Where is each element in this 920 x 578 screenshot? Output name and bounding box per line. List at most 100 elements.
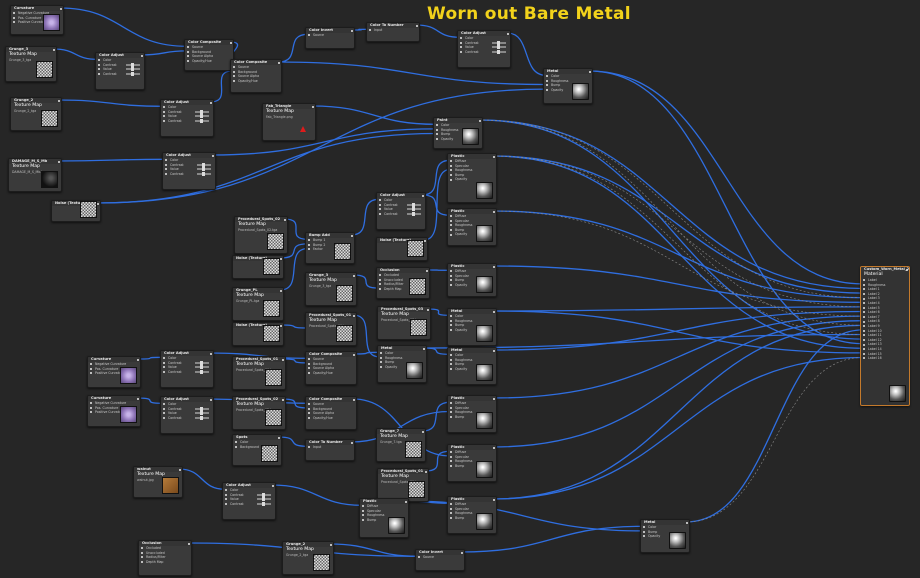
output-port[interactable] [493,397,495,400]
value-slider[interactable] [407,212,421,217]
input-port[interactable] [308,372,310,375]
input-port[interactable] [187,60,189,63]
value-slider[interactable] [195,370,209,375]
value-slider[interactable] [492,40,506,45]
input-port[interactable] [379,288,381,291]
input-port[interactable] [308,407,310,410]
output-port[interactable] [424,239,426,242]
input-port[interactable] [98,59,100,62]
output-port[interactable] [351,29,353,32]
output-port[interactable] [137,397,139,400]
output-port[interactable] [137,358,139,361]
output-port[interactable] [280,324,282,327]
input-port[interactable] [863,316,865,319]
output-port[interactable] [427,308,429,311]
input-port[interactable] [863,297,865,300]
input-port[interactable] [450,224,452,227]
input-port[interactable] [450,465,452,468]
input-port[interactable] [863,320,865,323]
input-port[interactable] [643,535,645,538]
input-port[interactable] [460,41,462,44]
output-port[interactable] [351,441,353,444]
value-slider[interactable] [126,72,140,77]
input-port[interactable] [450,164,452,167]
input-port[interactable] [460,51,462,54]
output-port[interactable] [60,7,62,10]
input-port[interactable] [450,329,452,332]
input-port[interactable] [308,243,310,246]
value-slider[interactable] [197,172,211,177]
input-port[interactable] [863,329,865,332]
value-slider[interactable] [492,45,506,50]
input-port[interactable] [863,334,865,337]
input-port[interactable] [308,403,310,406]
input-port[interactable] [98,63,100,66]
input-port[interactable] [546,79,548,82]
value-slider[interactable] [195,109,209,114]
output-port[interactable] [278,61,280,64]
input-port[interactable] [380,361,382,364]
output-port[interactable] [141,54,143,57]
input-port[interactable] [436,138,438,141]
input-port[interactable] [863,325,865,328]
input-port[interactable] [379,208,381,211]
value-slider[interactable] [257,502,271,507]
input-port[interactable] [450,406,452,409]
input-port[interactable] [163,403,165,406]
output-port[interactable] [53,48,55,51]
input-port[interactable] [163,412,165,415]
input-port[interactable] [13,12,15,15]
input-port[interactable] [163,361,165,364]
input-port[interactable] [863,293,865,296]
input-port[interactable] [450,233,452,236]
output-port[interactable] [353,398,355,401]
input-port[interactable] [141,556,143,559]
value-slider[interactable] [257,497,271,502]
input-port[interactable] [308,248,310,251]
value-slider[interactable] [197,162,211,167]
input-port[interactable] [450,363,452,366]
input-port[interactable] [546,75,548,78]
input-port[interactable] [90,402,92,405]
input-port[interactable] [546,89,548,92]
output-port[interactable] [353,274,355,277]
input-port[interactable] [98,73,100,76]
output-port[interactable] [284,218,286,221]
output-port[interactable] [479,119,481,122]
input-port[interactable] [380,352,382,355]
output-port[interactable] [280,257,282,260]
output-port[interactable] [906,268,908,271]
value-slider[interactable] [195,114,209,119]
value-slider[interactable] [195,119,209,124]
output-port[interactable] [179,468,181,471]
value-slider[interactable] [407,207,421,212]
input-port[interactable] [450,460,452,463]
input-port[interactable] [225,489,227,492]
output-port[interactable] [493,349,495,352]
input-port[interactable] [233,70,235,73]
value-slider[interactable] [195,416,209,421]
input-port[interactable] [90,367,92,370]
input-port[interactable] [450,215,452,218]
input-port[interactable] [141,561,143,564]
input-port[interactable] [233,80,235,83]
input-port[interactable] [450,160,452,163]
